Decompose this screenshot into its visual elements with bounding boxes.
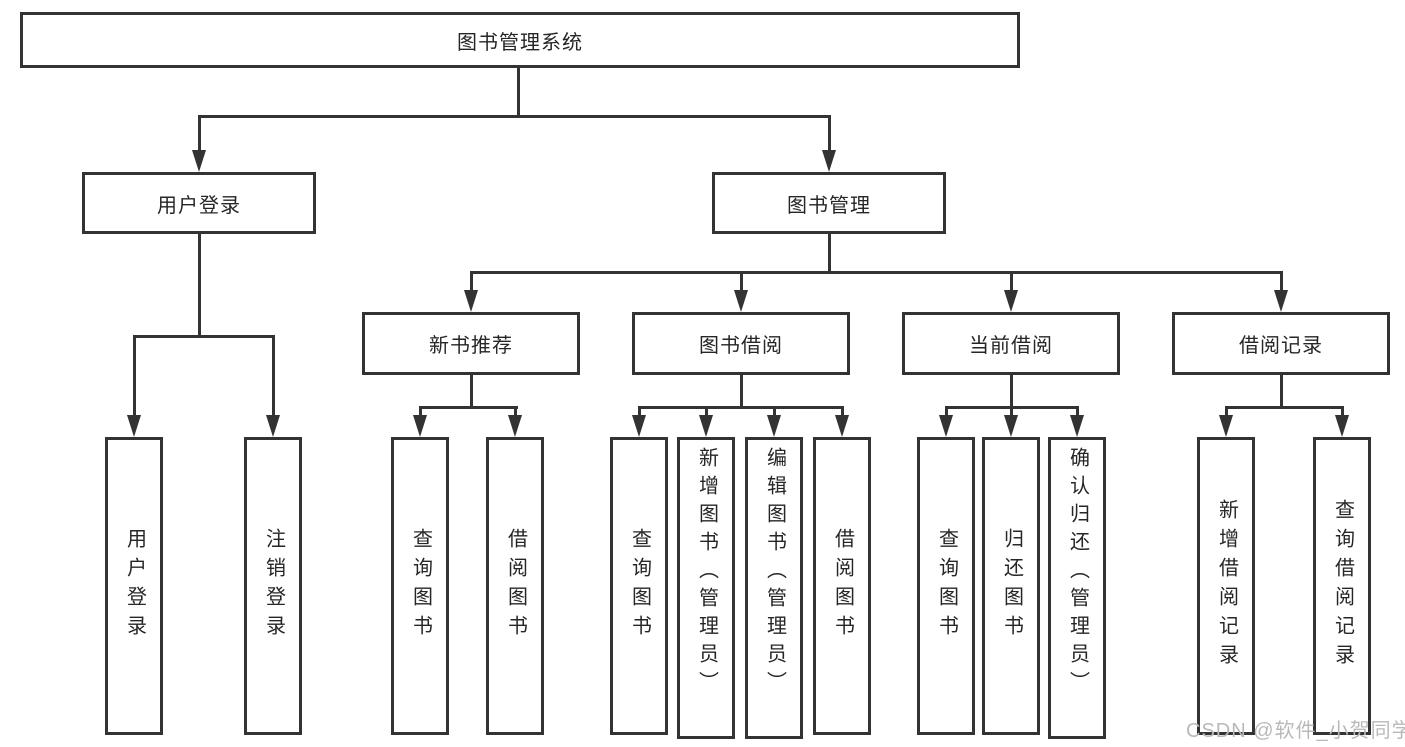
arrowhead-down-icon bbox=[1274, 290, 1288, 312]
connector-line bbox=[828, 232, 831, 274]
node-borrow-records: 借阅记录 bbox=[1172, 312, 1390, 375]
connector-line bbox=[470, 271, 473, 290]
arrowhead-down-icon bbox=[413, 415, 427, 437]
leaf-label: 借阅图书 bbox=[504, 528, 527, 644]
leaf-label: 确认归还（管理员） bbox=[1066, 447, 1089, 699]
connector-line bbox=[1225, 406, 1344, 409]
leaf-logout: 注销登录 bbox=[244, 437, 302, 735]
connector-line bbox=[638, 406, 844, 409]
arrowhead-down-icon bbox=[127, 415, 141, 437]
connector-line bbox=[705, 406, 708, 417]
leaf-label: 新增借阅记录 bbox=[1215, 499, 1238, 673]
arrowhead-down-icon bbox=[1004, 290, 1018, 312]
node-label: 当前借阅 bbox=[969, 335, 1053, 357]
connector-line bbox=[740, 373, 743, 409]
node-label: 用户登录 bbox=[157, 194, 241, 217]
connector-line bbox=[419, 406, 422, 417]
connector-line bbox=[198, 232, 201, 338]
connector-line bbox=[198, 115, 201, 153]
leaf-label: 查询图书 bbox=[935, 528, 958, 644]
connector-line bbox=[740, 271, 743, 290]
arrowhead-down-icon bbox=[822, 150, 836, 172]
connector-line bbox=[133, 335, 275, 338]
node-label: 新书推荐 bbox=[429, 335, 513, 357]
connector-line bbox=[470, 271, 1283, 274]
arrowhead-down-icon bbox=[192, 150, 206, 172]
node-label: 借阅记录 bbox=[1239, 335, 1323, 357]
connector-line bbox=[1341, 406, 1344, 417]
leaf-add-borrow-record: 新增借阅记录 bbox=[1197, 437, 1255, 735]
arrowhead-down-icon bbox=[266, 415, 280, 437]
leaf-label: 编辑图书（管理员） bbox=[763, 447, 786, 699]
leaf-label: 查询图书 bbox=[628, 528, 651, 644]
leaf-confirm-return-admin: 确认归还（管理员） bbox=[1048, 437, 1106, 739]
arrowhead-down-icon bbox=[464, 290, 478, 312]
leaf-query-books-borrow: 查询图书 bbox=[610, 437, 668, 735]
leaf-label: 查询借阅记录 bbox=[1331, 499, 1354, 673]
arrowhead-down-icon bbox=[835, 415, 849, 437]
node-label: 图书管理 bbox=[787, 194, 871, 217]
leaf-label: 查询图书 bbox=[409, 528, 432, 644]
connector-line bbox=[945, 406, 948, 417]
node-book-management: 图书管理 bbox=[712, 172, 946, 234]
connector-line bbox=[828, 115, 831, 153]
node-current-borrow: 当前借阅 bbox=[902, 312, 1120, 375]
connector-line bbox=[1280, 271, 1283, 290]
leaf-query-borrow-record: 查询借阅记录 bbox=[1313, 437, 1371, 735]
arrowhead-down-icon bbox=[767, 415, 781, 437]
node-book-borrow: 图书借阅 bbox=[632, 312, 850, 375]
arrowhead-down-icon bbox=[1335, 415, 1349, 437]
connector-line bbox=[419, 406, 518, 409]
connector-line bbox=[470, 373, 473, 409]
connector-line bbox=[517, 66, 520, 118]
connector-line bbox=[1225, 406, 1228, 417]
arrowhead-down-icon bbox=[734, 290, 748, 312]
leaf-query-books-recommend: 查询图书 bbox=[391, 437, 449, 735]
connector-line bbox=[1076, 406, 1079, 417]
connector-line bbox=[514, 406, 517, 417]
connector-line bbox=[1010, 406, 1013, 417]
csdn-watermark: CSDN @软件_小贺同学 bbox=[1186, 720, 1405, 742]
node-label: 图书借阅 bbox=[699, 335, 783, 357]
leaf-return-books: 归还图书 bbox=[982, 437, 1040, 735]
leaf-borrow-books-recommend: 借阅图书 bbox=[486, 437, 544, 735]
connector-line bbox=[1010, 271, 1013, 290]
leaf-label: 注销登录 bbox=[262, 528, 285, 644]
connector-line bbox=[773, 406, 776, 417]
arrowhead-down-icon bbox=[699, 415, 713, 437]
node-library-management-system: 图书管理系统 bbox=[20, 12, 1020, 68]
leaf-user-login: 用户登录 bbox=[105, 437, 163, 735]
node-new-book-recommend: 新书推荐 bbox=[362, 312, 580, 375]
node-label: 图书管理系统 bbox=[457, 31, 583, 54]
arrowhead-down-icon bbox=[632, 415, 646, 437]
leaf-label: 用户登录 bbox=[123, 528, 146, 644]
connector-line bbox=[1010, 373, 1013, 409]
leaf-edit-book-admin: 编辑图书（管理员） bbox=[745, 437, 803, 739]
leaf-label: 归还图书 bbox=[1000, 528, 1023, 644]
connector-line bbox=[841, 406, 844, 417]
connector-line bbox=[272, 335, 275, 417]
arrowhead-down-icon bbox=[939, 415, 953, 437]
leaf-add-book-admin: 新增图书（管理员） bbox=[677, 437, 735, 739]
arrowhead-down-icon bbox=[508, 415, 522, 437]
leaf-borrow-books-borrow: 借阅图书 bbox=[813, 437, 871, 735]
arrowhead-down-icon bbox=[1219, 415, 1233, 437]
arrowhead-down-icon bbox=[1004, 415, 1018, 437]
connector-line bbox=[1280, 373, 1283, 409]
leaf-label: 新增图书（管理员） bbox=[695, 447, 718, 699]
connector-line bbox=[198, 115, 831, 118]
arrowhead-down-icon bbox=[1070, 415, 1084, 437]
leaf-query-books-current: 查询图书 bbox=[917, 437, 975, 735]
connector-line bbox=[638, 406, 641, 417]
connector-line bbox=[133, 335, 136, 417]
node-user-login: 用户登录 bbox=[82, 172, 316, 234]
leaf-label: 借阅图书 bbox=[831, 528, 854, 644]
